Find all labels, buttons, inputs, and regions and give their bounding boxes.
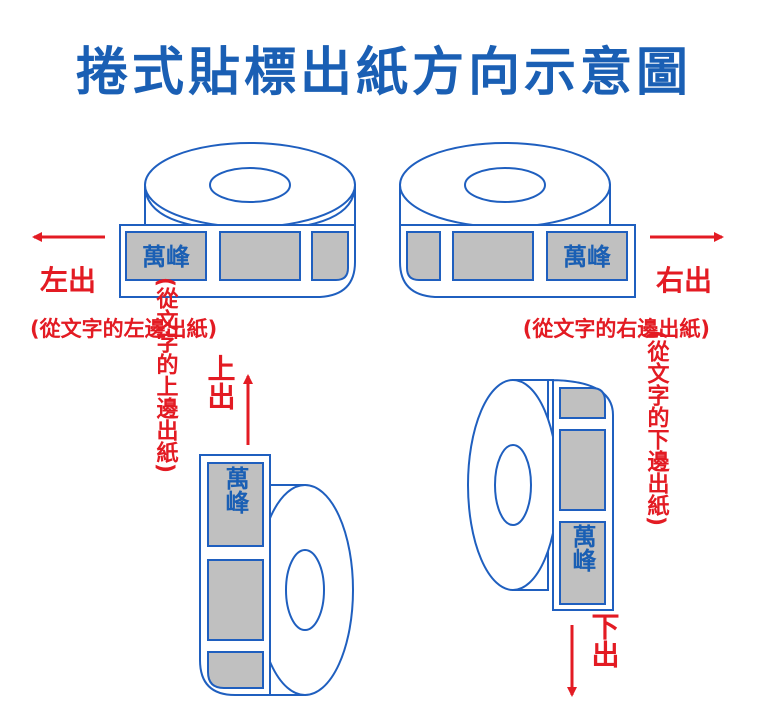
- caption-bottom: (從文字的下邊出紙): [644, 330, 671, 526]
- label-blank: [311, 231, 349, 281]
- brand-label: 萬峰: [221, 466, 249, 514]
- direction-top: 上出: [204, 354, 237, 410]
- caption-top: (從文字的上邊出紙): [153, 277, 180, 473]
- label-blank: [406, 231, 441, 281]
- direction-right: 右出: [656, 264, 712, 297]
- roll-top-exit: 萬峰: [199, 454, 354, 696]
- roll-left-exit: 萬峰: [119, 142, 356, 298]
- label-branded: [559, 521, 606, 605]
- label-blank: [559, 387, 606, 419]
- caption-right: (從文字的右邊出紙): [523, 317, 710, 341]
- roll-right-exit: 萬峰: [399, 142, 636, 298]
- brand-label: 萬峰: [568, 524, 596, 572]
- direction-left: 左出: [40, 264, 96, 297]
- page-title: 捲式貼標出紙方向示意圖: [75, 43, 692, 103]
- label-branded: [125, 231, 207, 281]
- label-blank: [207, 559, 264, 641]
- label-branded: [546, 231, 628, 281]
- label-blank: [207, 651, 264, 689]
- direction-bottom: 下出: [588, 612, 621, 668]
- brand-label: 萬峰: [563, 243, 611, 271]
- roll-bottom-exit: 萬峰: [467, 379, 614, 611]
- caption-left: (從文字的左邊出紙): [30, 317, 217, 341]
- label-blank: [559, 429, 606, 511]
- label-blank: [452, 231, 534, 281]
- label-branded: [207, 462, 264, 547]
- label-blank: [219, 231, 301, 281]
- brand-label: 萬峰: [142, 243, 190, 271]
